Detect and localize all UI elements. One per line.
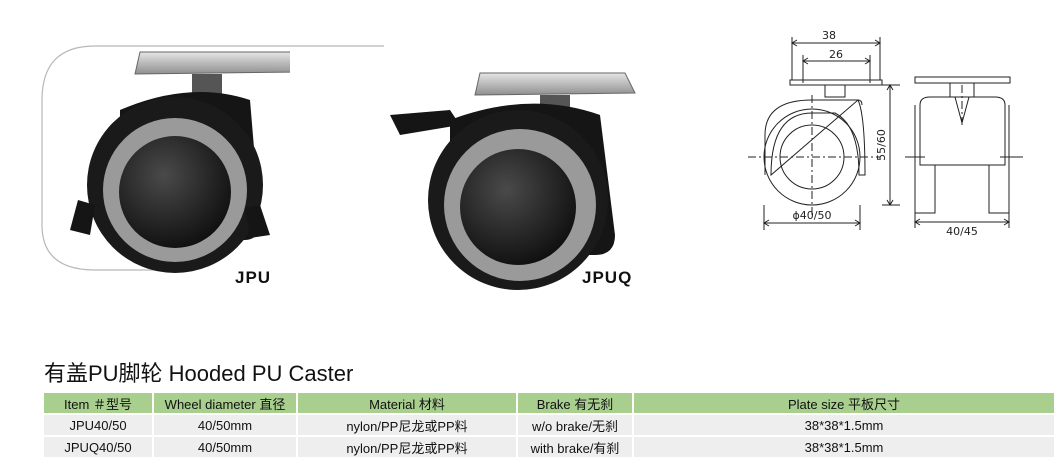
cell-plate-size: 38*38*1.5mm: [634, 437, 1054, 457]
header-brake: Brake 有无刹: [518, 393, 632, 413]
cell-material: nylon/PP尼龙或PP料: [298, 437, 516, 457]
caster-jpuq-image: [390, 72, 636, 290]
header-item: Item ＃型号: [44, 393, 152, 413]
side-view-drawing: 40/45: [905, 76, 1023, 238]
cell-brake: with brake/有刹: [518, 437, 632, 457]
dim-label-diameter: ϕ40/50: [793, 209, 832, 222]
header-plate-size: Plate size 平板尺寸: [634, 393, 1054, 413]
dim-label-height: 55/60: [875, 129, 888, 161]
dim-label-plate-holes: 26: [829, 48, 843, 61]
section-title: 有盖PU脚轮 Hooded PU Caster: [44, 361, 354, 386]
spec-table: Item ＃型号 Wheel diameter 直径 Material 材料 B…: [42, 391, 1056, 459]
dim-label-width: 40/45: [946, 225, 978, 238]
header-material: Material 材料: [298, 393, 516, 413]
caster-jpu-image: [70, 51, 290, 273]
model-label-jpuq: JPUQ: [582, 268, 633, 287]
table-row: JPUQ40/50 40/50mm nylon/PP尼龙或PP料 with br…: [44, 437, 1054, 457]
header-wheel-diameter: Wheel diameter 直径: [154, 393, 296, 413]
cell-material: nylon/PP尼龙或PP料: [298, 415, 516, 435]
table-header-row: Item ＃型号 Wheel diameter 直径 Material 材料 B…: [44, 393, 1054, 413]
cell-wheel-diameter: 40/50mm: [154, 415, 296, 435]
front-view-drawing: 38 26 55/60 ϕ40/50: [748, 29, 900, 230]
cell-brake: w/o brake/无刹: [518, 415, 632, 435]
table-row: JPU40/50 40/50mm nylon/PP尼龙或PP料 w/o brak…: [44, 415, 1054, 435]
model-label-jpu: JPU: [235, 268, 272, 287]
dim-label-plate-outer: 38: [822, 29, 836, 42]
cell-item: JPUQ40/50: [44, 437, 152, 457]
cell-item: JPU40/50: [44, 415, 152, 435]
cell-wheel-diameter: 40/50mm: [154, 437, 296, 457]
cell-plate-size: 38*38*1.5mm: [634, 415, 1054, 435]
